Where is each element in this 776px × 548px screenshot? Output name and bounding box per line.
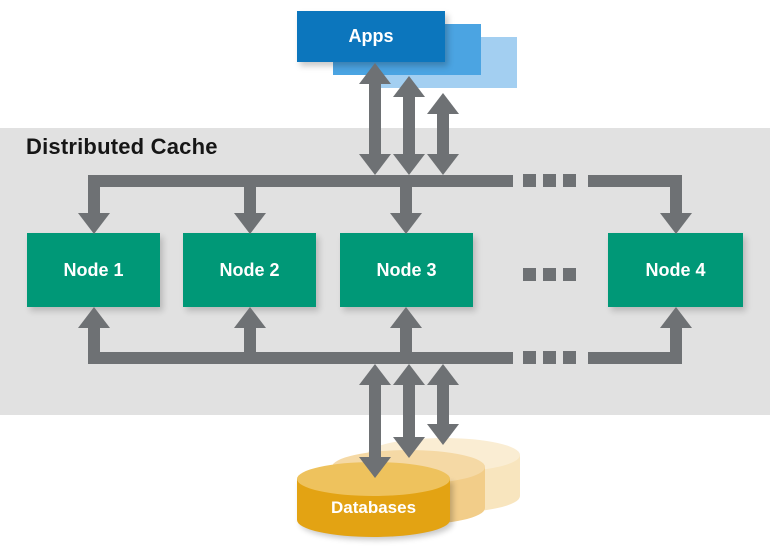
arrow-head-down-icon: [393, 437, 425, 458]
arrow-head-up-icon: [359, 63, 391, 84]
bottom-bus-arrow-node-2: [244, 327, 256, 352]
arrow-head-down-icon: [390, 213, 422, 234]
node-2-label: Node 2: [219, 259, 280, 280]
cache-db-arrow-1: [369, 384, 381, 458]
top-bus-arrow-to-node-1: [88, 175, 100, 213]
node-box-2: Node 2: [183, 233, 316, 307]
cache-band-title: Distributed Cache: [26, 134, 218, 159]
bottom-bus-ellipsis-dot: [523, 351, 536, 364]
db-cylinder-front: Databases: [297, 462, 450, 537]
arrow-head-down-icon: [234, 213, 266, 234]
arrow-head-up-icon: [393, 76, 425, 97]
top-bus-arrow-to-node-4: [670, 175, 682, 213]
bottom-bus-ellipsis-dot: [563, 351, 576, 364]
arrow-head-down-icon: [359, 154, 391, 175]
node-box-4: Node 4: [608, 233, 743, 307]
bottom-bus-line-right: [588, 352, 682, 364]
arrow-head-up-icon: [427, 93, 459, 114]
top-bus-arrow-to-node-3: [400, 187, 412, 213]
top-bus-ellipsis-dot: [563, 174, 576, 187]
top-bus-arrow-to-node-2: [244, 187, 256, 213]
bottom-bus-arrow-node-1: [88, 327, 100, 352]
arrow-head-up-icon: [359, 364, 391, 385]
node-4-label: Node 4: [645, 259, 706, 280]
arrow-head-up-icon: [393, 364, 425, 385]
apps-label: Apps: [348, 26, 394, 46]
top-bus-line-right: [588, 175, 682, 187]
arrow-head-down-icon: [359, 457, 391, 478]
apps-cache-arrow-1: [369, 83, 381, 155]
node-1-label: Node 1: [63, 259, 124, 280]
node-3-label: Node 3: [376, 259, 437, 280]
cache-db-arrow-2: [403, 384, 415, 438]
arrow-head-down-icon: [660, 213, 692, 234]
apps-box: Apps: [297, 11, 445, 62]
arrow-head-up-icon: [234, 307, 266, 328]
bottom-bus-line-left: [88, 352, 513, 364]
apps-cache-arrow-2: [403, 96, 415, 155]
bottom-bus-ellipsis-dot: [543, 351, 556, 364]
arrow-head-down-icon: [78, 213, 110, 234]
arrow-head-down-icon: [427, 154, 459, 175]
nodes-ellipsis-dot: [543, 268, 556, 281]
arrow-head-down-icon: [427, 424, 459, 445]
arrow-head-up-icon: [427, 364, 459, 385]
databases-label: Databases: [330, 498, 417, 517]
nodes-ellipsis-dot: [563, 268, 576, 281]
arrow-head-up-icon: [390, 307, 422, 328]
bottom-bus-arrow-node-3: [400, 327, 412, 352]
arrow-head-up-icon: [78, 307, 110, 328]
top-bus-line-left: [88, 175, 513, 187]
arrow-head-down-icon: [393, 154, 425, 175]
top-bus-ellipsis-dot: [543, 174, 556, 187]
arrow-head-up-icon: [660, 307, 692, 328]
top-bus-ellipsis-dot: [523, 174, 536, 187]
cache-db-arrow-3: [437, 384, 449, 425]
apps-cache-arrow-3: [437, 113, 449, 155]
node-box-3: Node 3: [340, 233, 473, 307]
nodes-ellipsis-dot: [523, 268, 536, 281]
node-box-1: Node 1: [27, 233, 160, 307]
